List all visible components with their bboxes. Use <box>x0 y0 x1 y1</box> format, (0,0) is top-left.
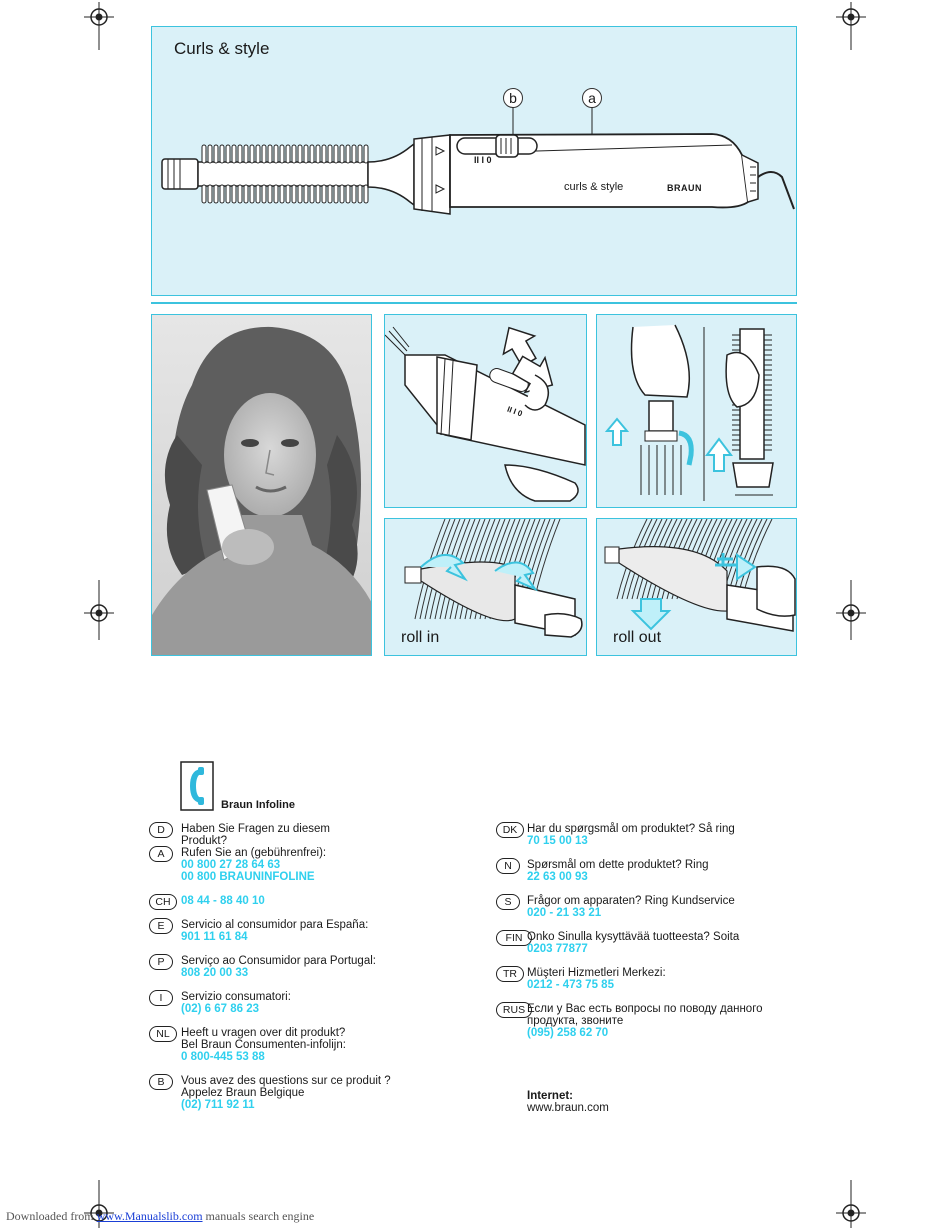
infoline-title: Braun Infoline <box>221 799 295 811</box>
contact-text: Rufen Sie an (gebührenfrei): <box>181 847 327 859</box>
roll-in-panel: roll in <box>384 518 587 656</box>
internet-url[interactable]: www.braun.com <box>527 1102 609 1114</box>
phone-number: 020 - 21 33 21 <box>527 907 602 919</box>
phone-number: (095) 258 62 70 <box>527 1027 609 1039</box>
country-code-badge: A <box>149 846 173 862</box>
attachment-panel <box>596 314 797 508</box>
country-code-badge: P <box>149 954 173 970</box>
country-code-badge: FIN <box>496 930 532 946</box>
registration-mark-icon <box>836 2 866 50</box>
phone-number: 0 800-445 53 88 <box>181 1051 265 1063</box>
country-code-badge: D <box>149 822 173 838</box>
contact-text: Vous avez des questions sur ce produit ? <box>181 1075 391 1087</box>
contact-text: Müşteri Hizmetleri Merkezi: <box>527 967 666 979</box>
registration-mark-icon <box>84 2 114 50</box>
switch-instruction-illustration <box>385 326 586 502</box>
contact-text: Spørsmål om dette produktet? Ring <box>527 859 709 871</box>
phone-number: (02) 6 67 86 23 <box>181 1003 260 1015</box>
contact-text: Heeft u vragen over dit produkt? <box>181 1027 346 1039</box>
contact-text: Frågor om apparaten? Ring Kundservice <box>527 895 735 907</box>
contact-text: Bel Braun Consumenten-infolijn: <box>181 1039 346 1051</box>
phone-icon <box>180 761 214 811</box>
contact-text: Если у Вас есть вопросы по поводу данног… <box>527 1003 763 1015</box>
country-code-badge: NL <box>149 1026 177 1042</box>
contact-text: Servicio al consumidor para España: <box>181 919 369 931</box>
phone-number: 00 800 BRAUNINFOLINE <box>181 871 315 883</box>
footer-prefix: Downloaded from <box>6 1209 97 1223</box>
contact-text: продукта, звоните <box>527 1015 624 1027</box>
roll-out-illustration <box>604 519 796 632</box>
callout-b: b <box>503 88 523 108</box>
phone-number: 0212 - 473 75 85 <box>527 979 614 991</box>
phone-number: 808 20 00 33 <box>181 967 249 979</box>
registration-mark-icon <box>84 1180 114 1228</box>
phone-number: 901 11 61 84 <box>181 931 248 943</box>
registration-mark-icon <box>836 580 866 640</box>
contact-text: Haben Sie Fragen zu diesem <box>181 823 330 835</box>
country-code-badge: DK <box>496 822 524 838</box>
country-code-badge: N <box>496 858 520 874</box>
curling-iron-illustration <box>161 107 795 215</box>
phone-number: 00 800 27 28 64 63 <box>181 859 281 871</box>
divider-rule <box>151 302 797 304</box>
country-code-badge: RUS <box>496 1002 532 1018</box>
phone-number: (02) 711 92 11 <box>181 1099 255 1111</box>
phone-number: 0203 77877 <box>527 943 588 955</box>
registration-mark-icon <box>836 1180 866 1228</box>
country-code-badge: S <box>496 894 520 910</box>
roll-out-panel: roll out <box>596 518 797 656</box>
phone-number: 22 63 00 93 <box>527 871 588 883</box>
country-code-badge: E <box>149 918 173 934</box>
contact-text: Servizio consumatori: <box>181 991 291 1003</box>
country-code-badge: I <box>149 990 173 1006</box>
portrait-panel <box>151 314 372 656</box>
footer-suffix: manuals search engine <box>202 1209 315 1223</box>
country-code-badge: TR <box>496 966 524 982</box>
roll-in-illustration <box>404 519 583 638</box>
attachment-change-illustration <box>604 324 774 501</box>
callout-a: a <box>582 88 602 108</box>
phone-number: 08 44 - 88 40 10 <box>181 895 265 907</box>
brand-logo: BRAUN <box>667 183 702 193</box>
woman-portrait-photo <box>152 315 371 655</box>
switch-marks: II I 0 <box>474 155 492 165</box>
contact-text: Produkt? <box>181 835 228 847</box>
switch-panel: II I 0 <box>384 314 587 508</box>
contact-text: Har du spørgsmål om produktet? Så ring <box>527 823 735 835</box>
hero-panel: Curls & style b a <box>151 26 797 296</box>
contact-text: Onko Sinulla kysyttävää tuotteesta? Soit… <box>527 931 740 943</box>
roll-out-caption: roll out <box>613 629 662 646</box>
country-code-badge: B <box>149 1074 173 1090</box>
manualslib-link[interactable]: www.Manualslib.com <box>96 1209 203 1223</box>
contact-text: Appelez Braun Belgique <box>181 1087 305 1099</box>
hero-title: Curls & style <box>174 39 270 58</box>
country-code-badge: CH <box>149 894 177 910</box>
footer-credit: Downloaded from www.Manualslib.com manua… <box>6 1209 314 1224</box>
phone-number: 70 15 00 13 <box>527 835 588 847</box>
internet-label: Internet: <box>527 1090 573 1102</box>
registration-mark-icon <box>84 580 114 640</box>
roll-in-caption: roll in <box>401 629 440 646</box>
device-label: curls & style <box>564 181 624 193</box>
contact-text: Serviço ao Consumidor para Portugal: <box>181 955 376 967</box>
